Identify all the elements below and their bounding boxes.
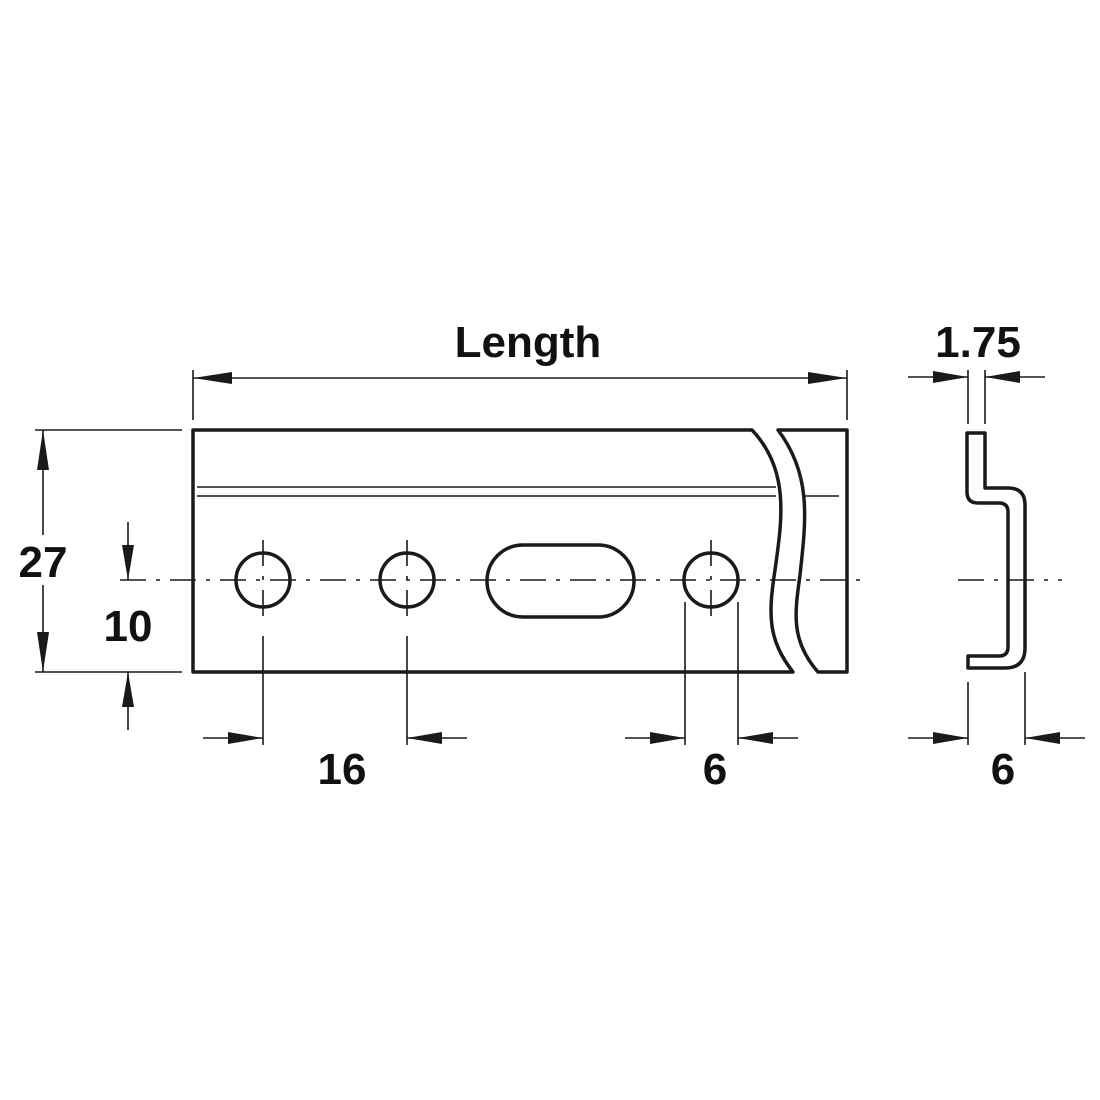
hole-pitch-dimension: 16 [203, 636, 467, 794]
height-label: 27 [19, 538, 68, 587]
plate-outline-right [776, 428, 849, 674]
thickness-label: 1.75 [935, 318, 1021, 367]
hole-diameter-dimension: 6 [625, 602, 798, 794]
hole-height-dimension: 10 [104, 522, 153, 730]
hole-height-label: 10 [104, 602, 153, 651]
offset-dimension: 6 [908, 672, 1085, 794]
plate-outline-left [191, 428, 795, 674]
offset-label: 6 [991, 745, 1015, 794]
hole-diameter-label: 6 [703, 745, 727, 794]
hole-pitch-label: 16 [318, 745, 367, 794]
front-view [120, 428, 862, 674]
arrowhead-right [808, 372, 847, 384]
slot [485, 543, 636, 619]
height-dimension: 27 [10, 429, 182, 673]
profile-outline [965, 431, 1027, 670]
side-view [958, 431, 1062, 670]
length-dimension: Length [192, 318, 848, 420]
arrowhead-left [193, 372, 232, 384]
length-label: Length [455, 318, 602, 367]
thickness-dimension: 1.75 [908, 318, 1045, 424]
